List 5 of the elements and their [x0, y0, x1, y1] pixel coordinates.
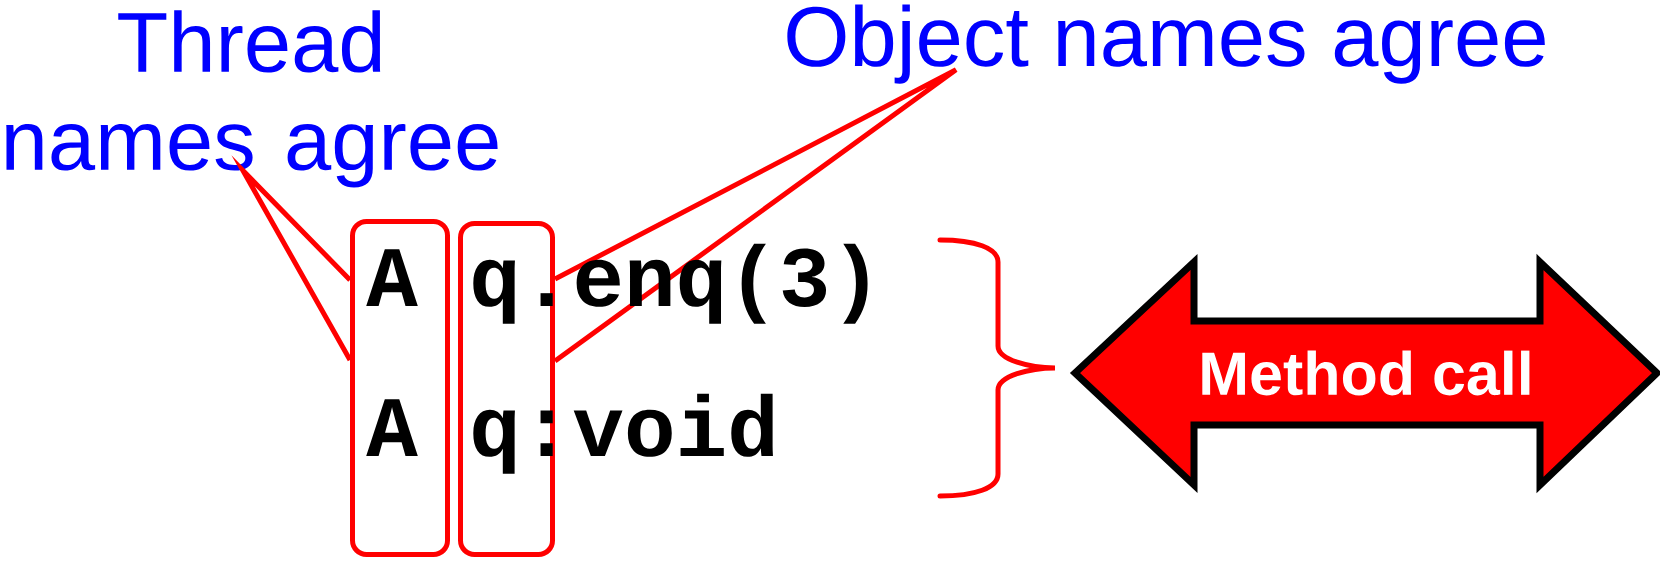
code-line: A — [366, 399, 418, 456]
callout-box — [350, 219, 450, 557]
callout-text: Thread names agree — [6, 10, 498, 188]
code-line: A — [366, 249, 418, 306]
callout-text: Object names agree — [787, 4, 1545, 84]
